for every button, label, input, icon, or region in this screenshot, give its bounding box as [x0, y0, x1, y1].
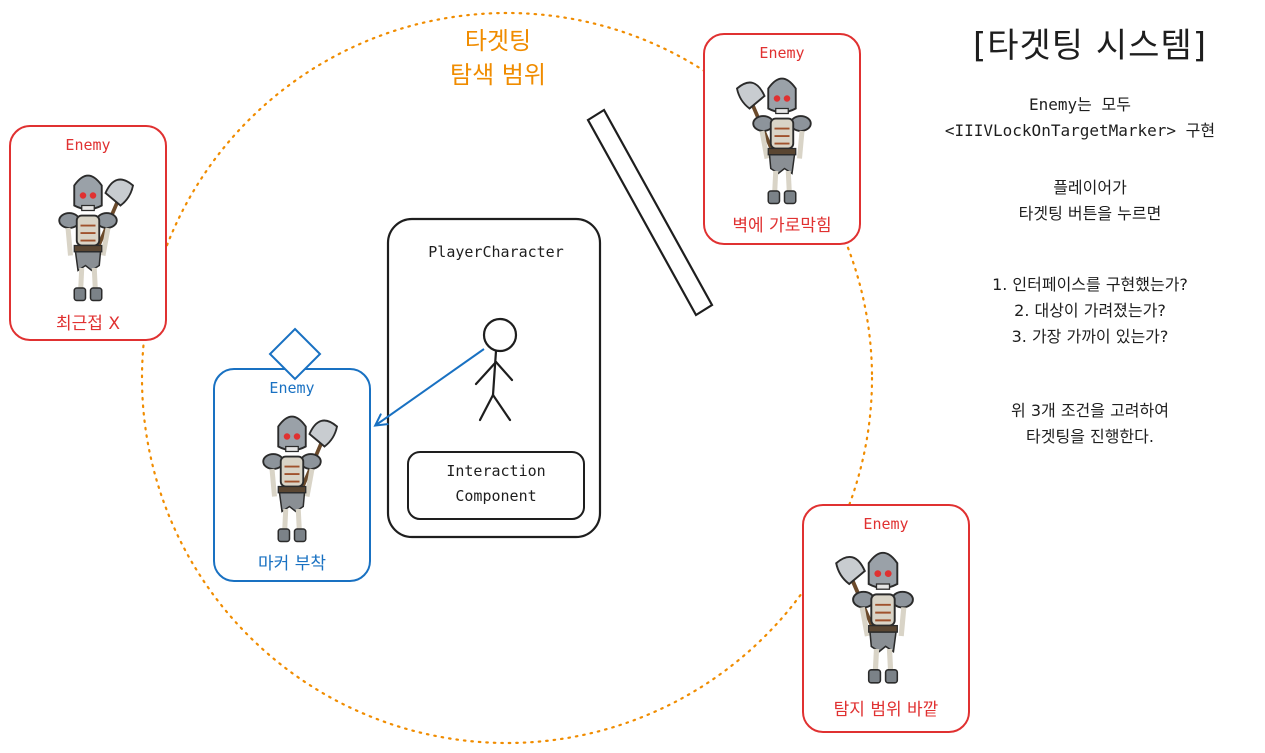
enemy-caption-out-of-range: 탐지 범위 바깥 [833, 700, 939, 720]
lock-on-marker-diamond [268, 327, 322, 381]
player-stick-figure [474, 317, 518, 422]
targeting-arrow [376, 348, 485, 425]
condition-item: 2. 대상이 가려졌는가? [1014, 301, 1166, 320]
conclusion-note: 위 3개 조건을 고려하여 타겟팅을 진행한다. [1011, 401, 1169, 446]
interaction-component-label: Interaction Component [446, 462, 546, 505]
enemy-title: Enemy [269, 379, 315, 397]
condition-item: 1. 인터페이스를 구현했는가? [992, 275, 1188, 294]
interface-note: Enemy는 모두 <IIIVLockOnTargetMarker> 구현 [944, 95, 1216, 140]
interaction-component-box [407, 451, 585, 520]
targeting-range-label: 타겟팅 탐색 범위 [450, 27, 546, 89]
enemy-caption-blocked-by-wall: 벽에 가로막힘 [732, 216, 832, 236]
enemy-caption-nearest-x: 최근접 X [56, 314, 120, 334]
condition-item: 3. 가장 가까이 있는가? [1011, 327, 1169, 346]
player-character-label: PlayerCharacter [428, 243, 564, 261]
targeting-range-circle [140, 11, 874, 745]
wall [586, 108, 714, 317]
conditions-list: 1. 인터페이스를 구현했는가? 2. 대상이 가려졌는가? 3. 가장 가까이… [925, 272, 1255, 350]
enemy-caption-marker-attached: 마커 부착 [258, 554, 326, 574]
enemy-title: Enemy [65, 136, 111, 154]
diagram-title: [타겟팅 시스템] [972, 26, 1208, 66]
enemy-title: Enemy [759, 44, 805, 62]
button-note: 플레이어가 타겟팅 버튼을 누르면 [1018, 178, 1162, 223]
enemy-title: Enemy [863, 515, 909, 533]
